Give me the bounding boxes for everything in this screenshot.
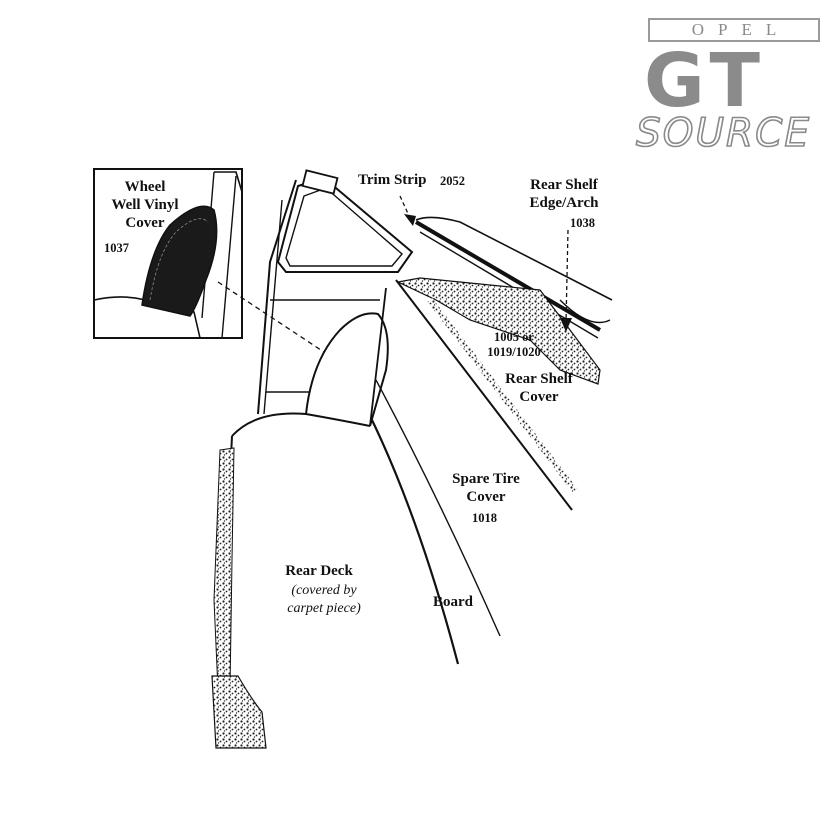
spare-tire-board [369, 279, 573, 665]
opel-wordmark-box: OPEL [648, 18, 820, 42]
shelf-edge-pointer [560, 229, 572, 332]
carpet-edge-texture [213, 447, 235, 691]
shelf-cover-parts-line2: 1019/1020 [487, 345, 541, 359]
shelf-cover-part-numbers: 1005 or 1019/1020 [478, 330, 550, 360]
spare-tire-line1: Spare Tire [452, 471, 520, 487]
opel-wordmark: OPEL [691, 20, 791, 39]
rear-shelf-cover-texture [396, 277, 601, 385]
rear-shelf-edge-label: Rear Shelf Edge/Arch [518, 176, 610, 212]
side-panel [257, 179, 380, 415]
rear-shelf-cover-line1: Rear Shelf [505, 371, 573, 387]
rear-shelf-edge-part-number: 1038 [570, 216, 595, 230]
wheel-well-label: Wheel Well Vinyl Cover [100, 178, 190, 232]
lower-trim-texture [211, 675, 267, 749]
trim-strip-pointer [399, 195, 416, 226]
wheel-well-inset [93, 168, 243, 339]
wheel-well-line1: Wheel [124, 179, 166, 195]
rear-shelf-edge-line1: Rear Shelf [530, 177, 598, 193]
spare-tire-part-number: 1018 [472, 511, 497, 525]
wheel-well-hump [305, 312, 389, 427]
rear-deck-title: Rear Deck [285, 563, 353, 579]
rear-deck-note: (covered by carpet piece) [276, 582, 372, 618]
spare-tire-label: Spare Tire Cover [440, 470, 532, 506]
trim-strip-label: Trim Strip [358, 172, 427, 188]
spare-tire-line2: Cover [466, 489, 506, 505]
wheel-well-line3: Cover [125, 215, 165, 231]
rear-deck-note-line2: carpet piece) [287, 601, 361, 616]
trim-strip-part-number: 2052 [440, 174, 465, 188]
rear-shelf-cover-label: Rear Shelf Cover [494, 370, 584, 406]
opel-gt-source-logo: OPEL GT SOURCE [635, 14, 830, 154]
board-label: Board [433, 594, 474, 610]
rear-shelf-edge-line2: Edge/Arch [529, 195, 599, 211]
rear-shelf-cover-line2: Cover [519, 389, 559, 405]
wheel-well-line2: Well Vinyl [111, 197, 179, 213]
shelf-cover-parts-line1: 1005 or [494, 330, 534, 344]
rear-deck-note-line1: (covered by [291, 583, 357, 598]
source-wordmark: SOURCE [635, 111, 811, 156]
quarter-window [276, 169, 414, 273]
rear-deck [211, 412, 371, 749]
gt-wordmark: GT [644, 38, 766, 124]
wheel-well-part-number: 1037 [104, 241, 129, 255]
vinyl-cover-shape [141, 205, 218, 317]
